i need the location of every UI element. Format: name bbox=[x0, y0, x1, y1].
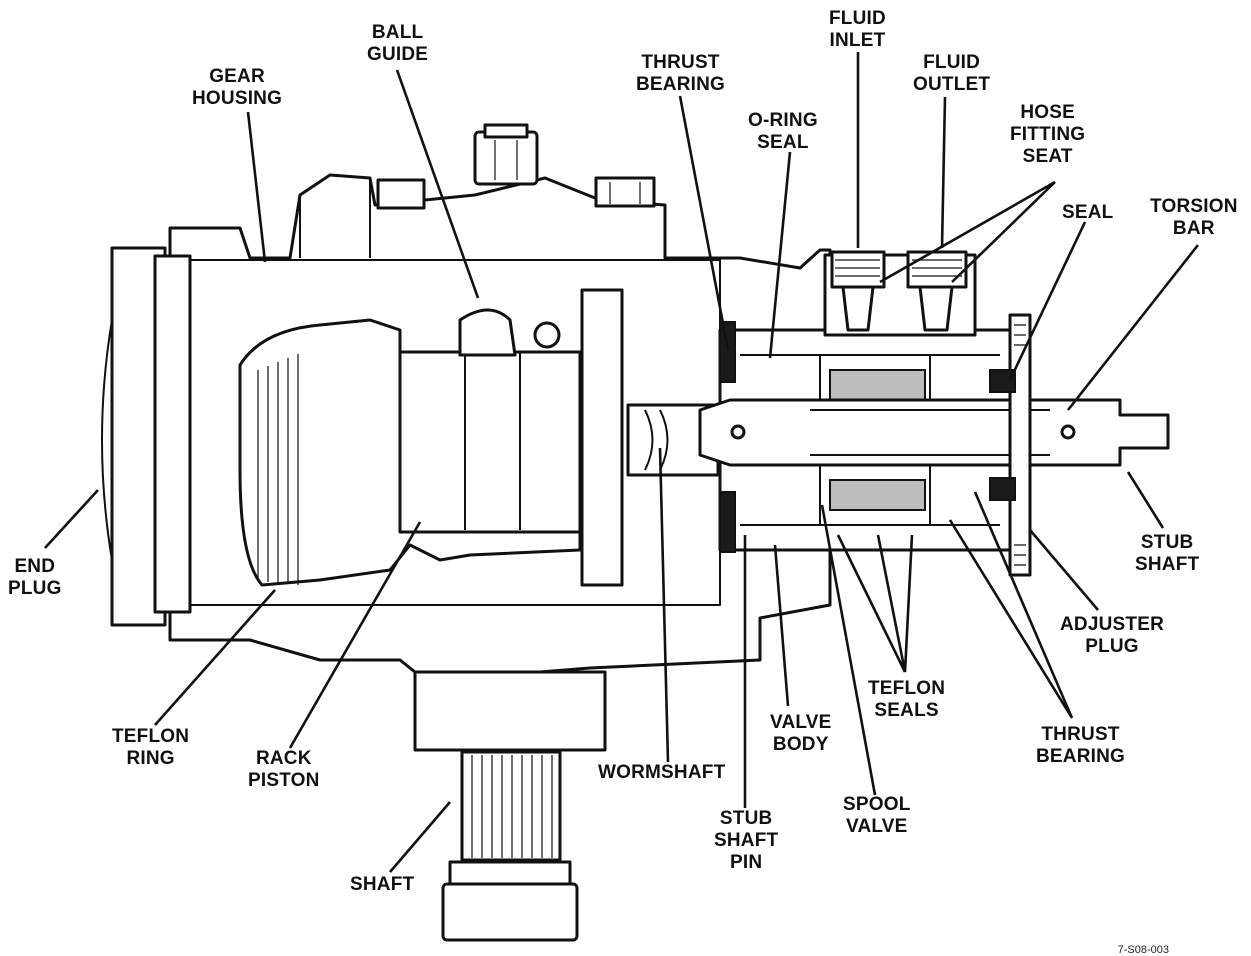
label-shaft: SHAFT bbox=[350, 874, 415, 895]
torsion-bar-and-stub-shaft bbox=[698, 398, 1170, 467]
fluid-fittings bbox=[823, 250, 977, 337]
end-plug bbox=[101, 246, 192, 627]
figure-id: 7-S08-003 bbox=[1117, 944, 1169, 956]
output-shaft bbox=[413, 670, 607, 942]
leader-lines bbox=[44, 52, 1200, 873]
label-wormshaft: WORMSHAFT bbox=[598, 762, 726, 783]
top-bolts bbox=[376, 123, 656, 210]
label-seal: SEAL bbox=[1062, 202, 1114, 223]
rack-piston bbox=[238, 288, 624, 587]
adjuster-plug bbox=[989, 313, 1032, 577]
